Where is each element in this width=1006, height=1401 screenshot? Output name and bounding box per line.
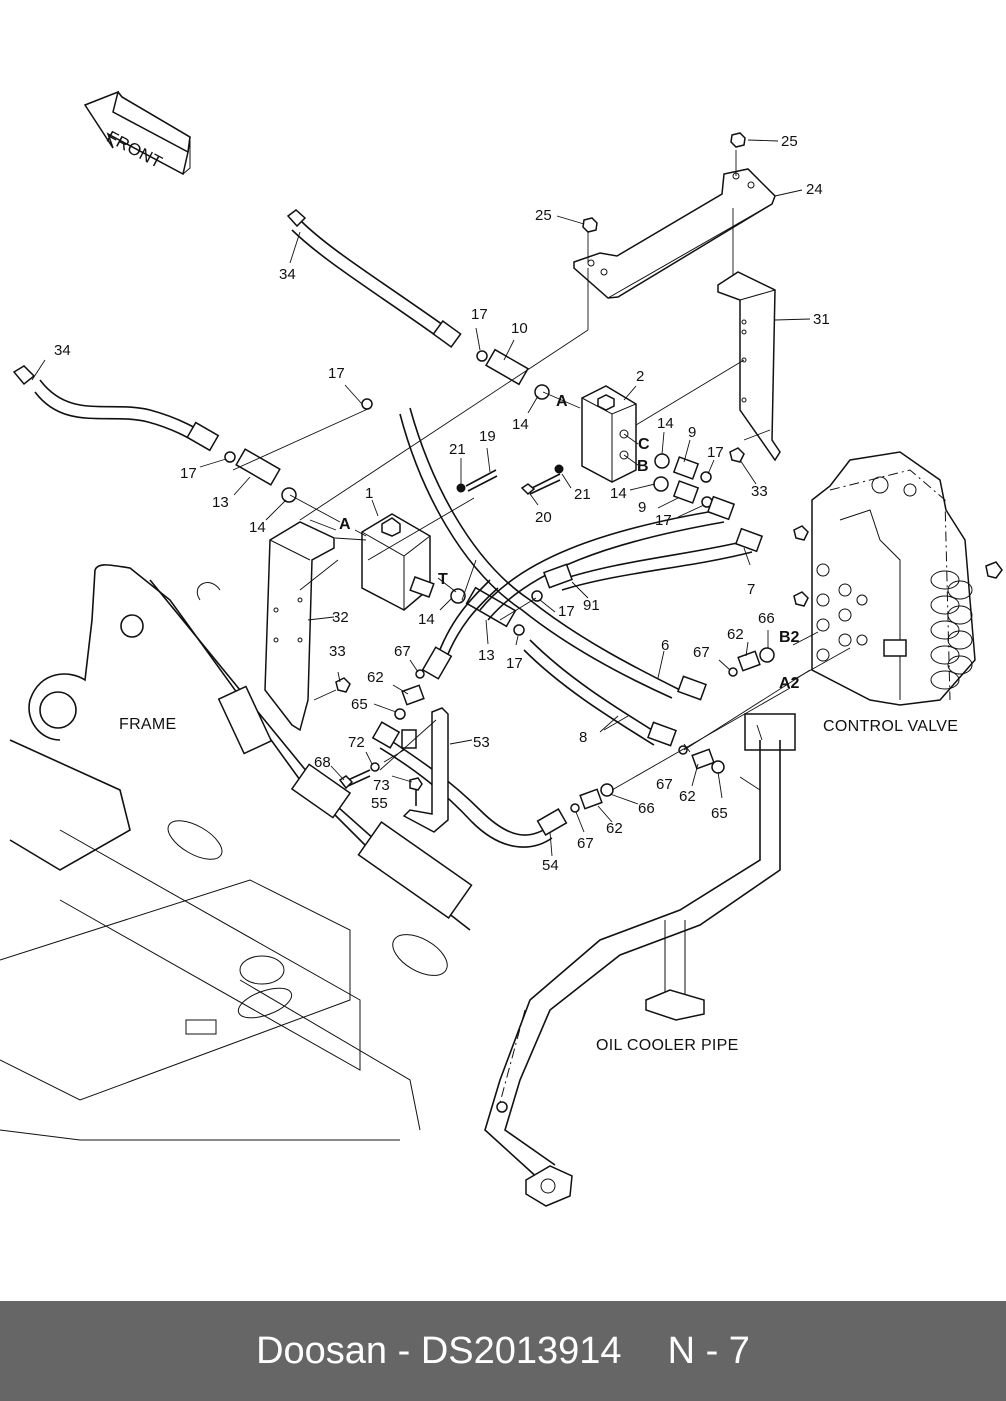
callout-part-91: 91 bbox=[583, 597, 600, 614]
hose-34-lower bbox=[12, 365, 220, 452]
pipe-54 bbox=[371, 721, 568, 848]
port-b2: B2 bbox=[779, 629, 800, 646]
frame-structure bbox=[0, 564, 473, 1141]
callout-part-54: 54 bbox=[542, 857, 559, 874]
adapter-10 bbox=[485, 348, 529, 386]
port-a-top: A bbox=[556, 393, 568, 410]
frame-label: FRAME bbox=[119, 716, 177, 733]
bracket-31 bbox=[717, 271, 781, 462]
callout-part-66: 66 bbox=[638, 800, 655, 817]
callout-part-67: 67 bbox=[577, 835, 594, 852]
callout-part-65: 65 bbox=[711, 805, 728, 822]
bolt-55 bbox=[409, 777, 423, 806]
bolt-33 bbox=[335, 447, 745, 693]
port-a2: A2 bbox=[779, 675, 800, 692]
callout-part-13: 13 bbox=[478, 647, 495, 664]
control-valve-label: CONTROL VALVE bbox=[823, 718, 959, 735]
callout-part-17: 17 bbox=[471, 306, 488, 323]
callout-part-17: 17 bbox=[707, 444, 724, 461]
callout-part-17: 17 bbox=[328, 365, 345, 382]
control-valve bbox=[792, 451, 1003, 706]
callout-part-73: 73 bbox=[373, 777, 390, 794]
bolt-25-left bbox=[582, 217, 598, 233]
callout-part-25: 25 bbox=[535, 207, 552, 224]
bracket-32 bbox=[264, 521, 335, 732]
callout-part-72: 72 bbox=[348, 734, 365, 751]
oil-cooler-pipe-label: OIL COOLER PIPE bbox=[596, 1037, 739, 1054]
bracket-53 bbox=[401, 707, 449, 833]
bolt-68 bbox=[338, 769, 371, 790]
footer-bar: Doosan - DS2013914 N - 7 bbox=[0, 1301, 1006, 1401]
callout-part-14: 14 bbox=[512, 416, 529, 433]
callout-part-9: 9 bbox=[688, 424, 697, 441]
oil-cooler-pipe bbox=[484, 713, 796, 1207]
callout-part-17: 17 bbox=[506, 655, 523, 672]
callout-part-67: 67 bbox=[394, 643, 411, 660]
callout-part-33: 33 bbox=[751, 483, 768, 500]
callout-part-17: 17 bbox=[558, 603, 575, 620]
parts-diagram bbox=[0, 90, 1003, 1207]
callout-part-10: 10 bbox=[511, 320, 528, 337]
port-a-left: A bbox=[339, 516, 351, 533]
callout-part-14: 14 bbox=[657, 415, 674, 432]
callout-part-17: 17 bbox=[180, 465, 197, 482]
front-arrow-icon bbox=[83, 90, 191, 176]
brand-part-number: Doosan - DS2013914 bbox=[256, 1329, 622, 1372]
callout-part-17: 17 bbox=[655, 512, 672, 529]
port-b: B bbox=[637, 458, 649, 475]
callout-part-24: 24 bbox=[806, 181, 823, 198]
callout-part-19: 19 bbox=[479, 428, 496, 445]
bolt-20 bbox=[520, 473, 561, 496]
callout-part-8: 8 bbox=[579, 729, 588, 746]
fittings bbox=[401, 456, 761, 810]
callout-part-31: 31 bbox=[813, 311, 830, 328]
callout-part-53: 53 bbox=[473, 734, 490, 751]
callout-part-67: 67 bbox=[656, 776, 673, 793]
callout-part-14: 14 bbox=[418, 611, 435, 628]
callout-part-14: 14 bbox=[249, 519, 266, 536]
callout-part-67: 67 bbox=[693, 644, 710, 661]
port-c: C bbox=[638, 436, 650, 453]
callout-part-13: 13 bbox=[212, 494, 229, 511]
callout-part-6: 6 bbox=[661, 637, 670, 654]
callout-part-7: 7 bbox=[747, 581, 756, 598]
callout-part-68: 68 bbox=[314, 754, 331, 771]
assembly-lines bbox=[232, 268, 811, 791]
callout-part-1: 1 bbox=[365, 485, 374, 502]
bolt-19 bbox=[465, 469, 498, 492]
callout-part-25: 25 bbox=[781, 133, 798, 150]
adapter-13-left bbox=[235, 448, 281, 486]
o-rings bbox=[224, 350, 775, 813]
callout-part-9: 9 bbox=[638, 499, 647, 516]
callout-part-20: 20 bbox=[535, 509, 552, 526]
page-number: N - 7 bbox=[667, 1329, 750, 1372]
callout-part-65: 65 bbox=[351, 696, 368, 713]
callout-part-21: 21 bbox=[574, 486, 591, 503]
callout-part-62: 62 bbox=[367, 669, 384, 686]
adapter-13-center bbox=[465, 586, 517, 628]
valve-block-1 bbox=[361, 513, 435, 611]
valve-block-2 bbox=[581, 385, 639, 483]
hose-34-upper bbox=[286, 209, 462, 348]
callout-part-62: 62 bbox=[606, 820, 623, 837]
callout-part-34: 34 bbox=[54, 342, 71, 359]
callout-part-21: 21 bbox=[449, 441, 466, 458]
callout-part-34: 34 bbox=[279, 266, 296, 283]
callout-part-33: 33 bbox=[329, 643, 346, 660]
callout-part-62: 62 bbox=[679, 788, 696, 805]
callout-part-55: 55 bbox=[371, 795, 388, 812]
port-t: T bbox=[438, 571, 448, 588]
callout-part-66: 66 bbox=[758, 610, 775, 627]
bolt-25-top bbox=[730, 132, 746, 148]
bracket-24 bbox=[573, 150, 776, 299]
callout-part-2: 2 bbox=[636, 368, 645, 385]
callout-part-32: 32 bbox=[332, 609, 349, 626]
callout-part-14: 14 bbox=[610, 485, 627, 502]
hose-bundle bbox=[399, 407, 764, 747]
callout-part-62: 62 bbox=[727, 626, 744, 643]
